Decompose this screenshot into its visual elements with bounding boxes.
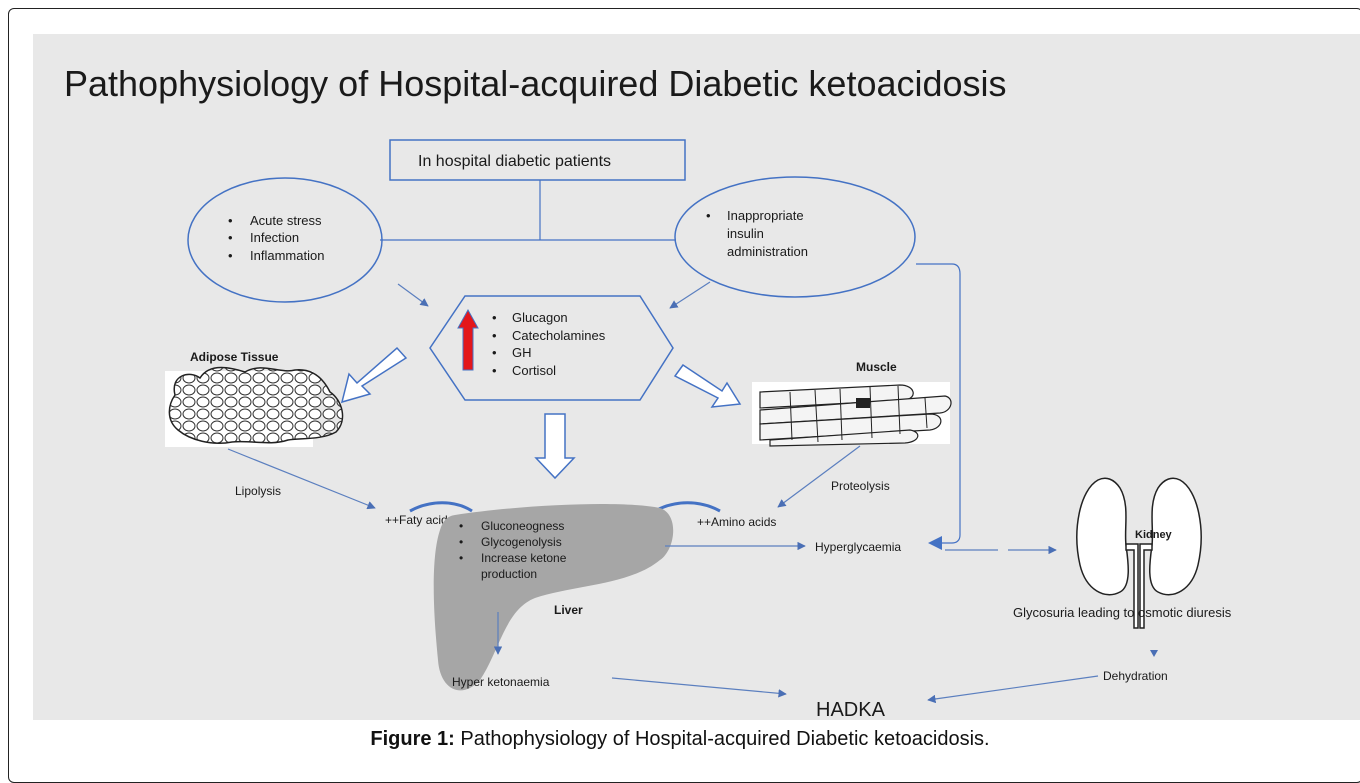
right-bullet-1: •: [706, 208, 711, 223]
kidney-label: Kidney: [1135, 529, 1173, 541]
top-box-label: In hospital diabetic patients: [418, 153, 611, 170]
insulin-path-arrowhead-icon: [928, 536, 942, 550]
fatty-acids-label: ++Faty acids: [385, 513, 454, 527]
insulin-path-line: [916, 263, 961, 544]
left-bullet-1: •: [228, 213, 233, 228]
hormone-bullet-1: •: [492, 310, 497, 325]
left-bullet-2: •: [228, 230, 233, 245]
left-item-2: Infection: [250, 230, 299, 245]
left-ellipse-arrow: [397, 283, 429, 307]
glycosuria-label: Glycosuria leading to osmotic diuresis: [1013, 605, 1232, 620]
right-item-1: Inappropriate: [727, 208, 804, 223]
kidney-image: [1076, 477, 1202, 629]
right-ellipse-arrow: [669, 281, 711, 309]
hadka-label: HADKA: [816, 699, 886, 721]
glycosuria-down-arrow-icon: [1150, 650, 1158, 657]
liver-bullet-1: •: [459, 519, 463, 533]
left-bullet-3: •: [228, 248, 233, 263]
liver-bullet-2: •: [459, 535, 463, 549]
block-arrow-to-muscle: [673, 363, 742, 408]
dehydration-to-hadka-arrow: [927, 675, 1099, 704]
liver-item-1: Gluconeogness: [481, 519, 564, 533]
caption-text: Pathophysiology of Hospital-acquired Dia…: [454, 728, 990, 750]
fatty-acids-curve: [409, 501, 473, 513]
figure-caption: Figure 1: Pathophysiology of Hospital-ac…: [0, 728, 1360, 751]
liver-item-2: Glycogenolysis: [481, 535, 562, 549]
liver-item-4: production: [481, 567, 537, 581]
right-item-3: administration: [727, 244, 808, 259]
block-arrow-to-adipose: [340, 346, 408, 404]
proteolysis-arrow: [777, 445, 861, 508]
hormone-glucagon: Glucagon: [512, 310, 568, 325]
hormone-bullet-2: •: [492, 328, 497, 343]
hormone-gh: GH: [512, 345, 532, 360]
adipose-outline: [168, 366, 344, 444]
lipolysis-arrow: [227, 448, 376, 510]
liver-shape: [433, 504, 674, 691]
hormone-bullet-4: •: [492, 363, 497, 378]
left-ellipse: [187, 177, 383, 303]
lipolysis-label: Lipolysis: [235, 484, 281, 498]
hormone-cortisol: Cortisol: [512, 363, 556, 378]
top-box: [389, 139, 686, 181]
caption-label: Figure 1:: [370, 728, 455, 750]
liver-label: Liver: [554, 603, 583, 617]
hormone-bullet-3: •: [492, 345, 497, 360]
block-arrow-to-liver: [534, 413, 576, 480]
ketonaemia-to-hadka-arrow: [611, 677, 787, 698]
adipose-label: Adipose Tissue: [190, 350, 279, 364]
hormone-catecholamines: Catecholamines: [512, 328, 606, 343]
amino-acids-label: ++Amino acids: [697, 515, 776, 529]
diagram-title: Pathophysiology of Hospital-acquired Dia…: [64, 63, 1007, 104]
proteolysis-label: Proteolysis: [831, 479, 890, 493]
hormone-hexagon: [429, 295, 674, 401]
adipose-tissue-image: [169, 367, 343, 444]
muscle-label: Muscle: [856, 360, 897, 374]
hyper-ketonaemia-label: Hyper ketonaemia: [452, 675, 550, 689]
left-item-1: Acute stress: [250, 213, 322, 228]
amino-acids-curve: [654, 501, 721, 513]
hyperglycaemia-label: Hyperglycaemia: [815, 540, 901, 554]
right-ellipse: [674, 176, 916, 298]
liver-bullet-3: •: [459, 551, 463, 565]
increase-up-arrow-icon: [457, 308, 479, 371]
right-item-2: insulin: [727, 226, 764, 241]
liver-item-3: Increase ketone: [481, 551, 567, 565]
left-item-3: Inflammation: [250, 248, 324, 263]
dehydration-label: Dehydration: [1103, 669, 1168, 683]
muscle-image: [752, 382, 952, 447]
